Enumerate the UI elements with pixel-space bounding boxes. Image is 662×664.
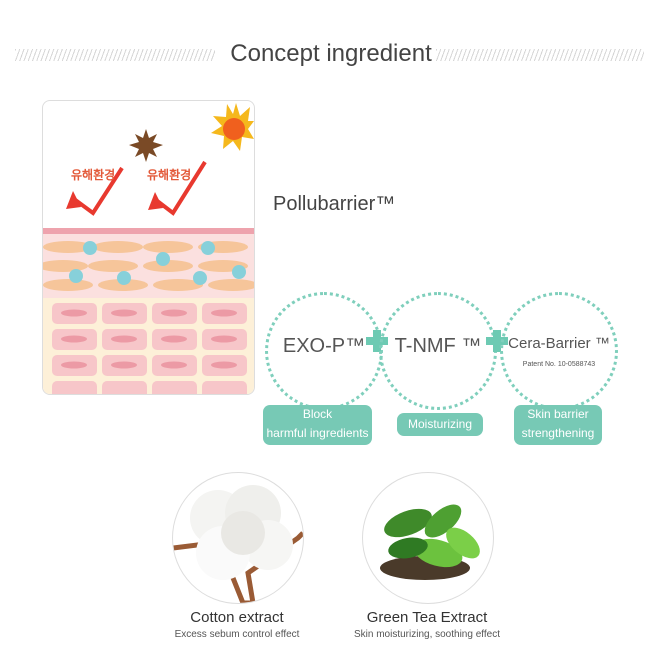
cotton-icon	[173, 485, 303, 603]
plus-icon	[486, 330, 508, 352]
harmful-label: 유해환경	[147, 168, 192, 182]
cotton-image	[172, 472, 304, 604]
green-tea-icon	[380, 504, 480, 580]
extract-cotton: Cotton extract Excess sebum control effe…	[137, 609, 337, 640]
ingredient-name: EXO-P™	[282, 335, 366, 357]
ingredient-name: Cera-Barrier ™	[508, 335, 610, 352]
extract-effect: Excess sebum control effect	[174, 629, 300, 640]
badge-text: strengthening	[521, 426, 595, 440]
harmful-label: 유해환경	[71, 168, 116, 182]
plus-icon	[366, 330, 388, 352]
ingredient-circle-cera-barrier: Cera-Barrier ™ Patent No. 10-0588743	[500, 292, 618, 410]
skin-layers-graphic	[43, 103, 254, 394]
green-tea-image	[362, 472, 494, 604]
extract-name: Cotton extract	[190, 609, 284, 626]
ingredient-name: T-NMF ™	[394, 335, 482, 357]
badge-text: Skin barrier	[527, 407, 589, 421]
skin-barrier-illustration: 유해환경 유해환경	[42, 100, 255, 395]
extract-effect: Skin moisturizing, soothing effect	[353, 629, 500, 640]
section-title-text: Concept ingredient	[226, 40, 436, 67]
badge-block: Block harmful ingredients	[263, 405, 372, 445]
extract-name: Green Tea Extract	[366, 609, 488, 626]
divider-right	[436, 49, 644, 61]
divider-left	[15, 49, 215, 61]
badge-text: harmful ingredients	[266, 426, 369, 440]
section-title: Concept ingredient	[0, 40, 662, 68]
extract-green-tea: Green Tea Extract Skin moisturizing, soo…	[327, 609, 527, 640]
badge-text: Moisturizing	[407, 417, 473, 431]
sun-icon	[211, 103, 254, 151]
patent-number: Patent No. 10-0588743	[522, 361, 596, 368]
brand-name: Pollubarrier™	[273, 193, 396, 215]
badge-text: Block	[302, 407, 333, 421]
badge-moisturizing: Moisturizing	[397, 413, 483, 436]
badge-skin-barrier: Skin barrier strengthening	[514, 405, 602, 445]
ingredient-circle-t-nmf: T-NMF ™	[379, 292, 497, 410]
pollution-icon	[129, 129, 163, 162]
arrow-icon	[72, 160, 207, 216]
